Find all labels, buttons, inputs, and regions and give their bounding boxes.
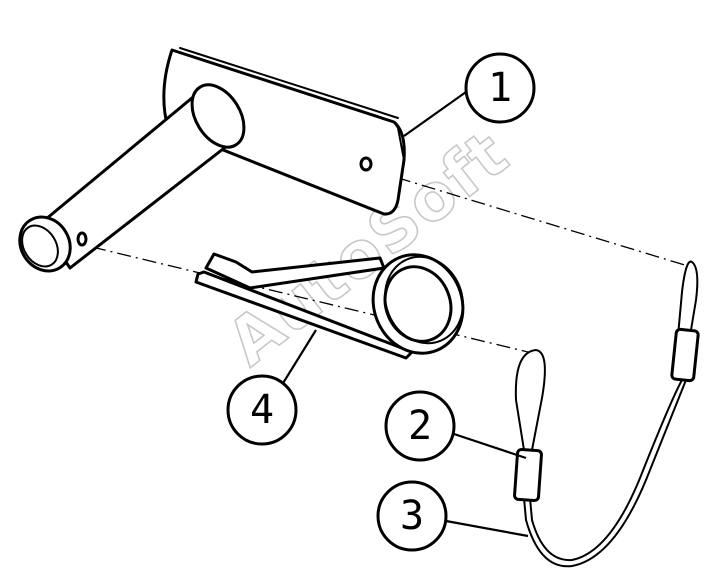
centerline-pin-to-lanyard: [371, 169, 689, 267]
ferrule-right: [670, 327, 700, 383]
clip-coil-inner: [383, 265, 453, 343]
callout-2-label: 2: [408, 403, 432, 449]
pin-shaft-base: [190, 83, 246, 149]
callout-4: 4: [226, 374, 298, 446]
part-1-pin-with-plate: [18, 47, 406, 273]
callout-3-label: 3: [400, 493, 424, 539]
callout-4-label: 4: [250, 387, 274, 433]
pin-cross-hole: [76, 231, 88, 247]
clip-arm-upper: [204, 252, 386, 290]
callout-3: 3: [376, 480, 448, 552]
callout-2-circle: [384, 390, 456, 462]
plate-edge-right: [393, 121, 405, 161]
clip-coil-edge: [384, 255, 464, 345]
callout-4-circle: [226, 374, 298, 446]
part-2-3-lanyard: [513, 260, 700, 568]
lanyard-loop-left: [514, 348, 546, 451]
pin-end-face: [21, 224, 59, 268]
callout-3-circle: [376, 480, 448, 552]
callout-1-label: 1: [488, 65, 512, 111]
callout-2: 2: [384, 390, 456, 462]
leader-1: [403, 91, 467, 137]
lanyard-cable: [523, 379, 687, 568]
leader-3: [445, 519, 529, 538]
plate-edge: [179, 47, 399, 119]
clip-arm-lower: [194, 270, 414, 360]
ferrule-left: [513, 447, 543, 503]
part-4-r-clip: [194, 252, 465, 360]
lanyard-loop-right: [677, 260, 699, 337]
leader-2: [453, 432, 527, 460]
leader-4: [279, 329, 317, 389]
callout-1: 1: [464, 52, 536, 124]
callout-1-circle: [464, 52, 536, 124]
plate-hole: [359, 156, 373, 172]
lanyard-cable-inner: [529, 379, 683, 562]
